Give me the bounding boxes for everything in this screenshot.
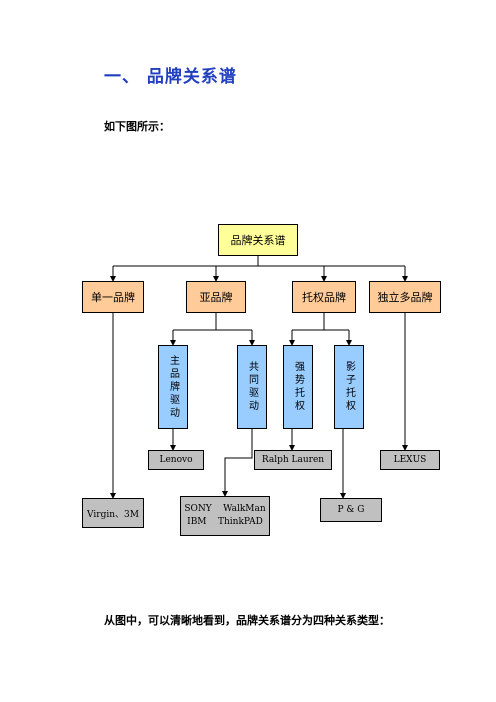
root-node: 品牌关系谱 (218, 224, 298, 256)
leaf-virgin-3m: Virgin、3M (82, 498, 144, 528)
section-heading: 一、 品牌关系谱 (104, 67, 237, 87)
category-endorsed-brand: 托权品牌 (292, 281, 356, 313)
sub-master-brand-driven: 主品牌驱动 (158, 345, 188, 429)
leaf-pg: P & G (320, 498, 382, 522)
leaf-lenovo: Lenovo (148, 450, 204, 470)
sub-strong-endorsement: 强势托权 (283, 345, 313, 429)
intro-text: 如下图所示： (104, 120, 170, 133)
outro-text: 从图中，可以清晰地看到，品牌关系谱分为四种关系类型： (104, 614, 390, 627)
leaf-ibm-line: IBM ThinkPAD (187, 517, 263, 527)
leaf-sony-line: SONY WalkMan (184, 504, 266, 514)
leaf-sony-ibm: SONY WalkMan IBM ThinkPAD (180, 496, 270, 536)
sub-shadow-endorsement: 影子托权 (334, 345, 364, 429)
sub-co-driven: 共同驱动 (237, 345, 267, 429)
leaf-lexus: LEXUS (380, 450, 440, 470)
category-sub-brand: 亚品牌 (186, 281, 246, 313)
category-single-brand: 单一品牌 (82, 281, 144, 313)
category-independent-brands: 独立多品牌 (369, 281, 441, 313)
leaf-ralph-lauren: Ralph Lauren (254, 450, 332, 470)
